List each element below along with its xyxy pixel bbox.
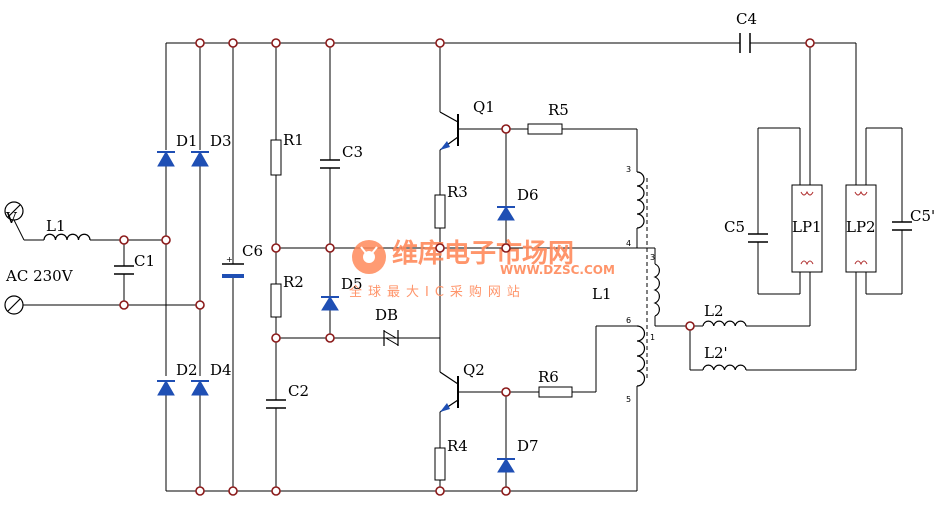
label-c5-prime: C5' (910, 207, 935, 225)
transistor-q1 (439, 111, 459, 151)
label-lp1: LP1 (792, 218, 822, 236)
label-d4: D4 (210, 361, 232, 379)
label-l2: L2 (704, 302, 724, 320)
capacitor-c4 (739, 33, 751, 53)
label-c4: C4 (736, 10, 757, 28)
svg-text:+: + (226, 255, 233, 264)
label-r5: R5 (548, 101, 569, 119)
label-ac: AC 230V (5, 267, 74, 285)
diac-db (383, 330, 399, 346)
diode-d2 (157, 379, 175, 396)
label-l2-prime: L2' (704, 344, 728, 362)
label-l1-input: L1 (46, 217, 66, 235)
ac-terminal-v (4, 201, 25, 241)
label-d2: D2 (176, 361, 198, 379)
label-c1: C1 (134, 252, 155, 270)
lamp-lp2 (845, 184, 877, 273)
resistor-r3 (434, 194, 446, 229)
label-r1: R1 (283, 131, 304, 149)
transformer-l1 (636, 171, 660, 387)
diode-d4 (191, 379, 209, 396)
pin-6: 6 (626, 316, 631, 325)
label-d1: D1 (176, 132, 198, 150)
diode-d1 (157, 150, 175, 167)
component-labels: V AC 230V L1 C1 D1 D3 D2 D4 C6 R1 R2 C3 … (5, 10, 935, 455)
pin-4: 4 (626, 239, 631, 248)
watermark-tagline: 全球最大IC采购网站 (349, 284, 526, 300)
diode-d6 (497, 206, 515, 221)
capacitor-c2 (266, 399, 286, 409)
capacitor-c3 (320, 159, 340, 169)
label-r4: R4 (447, 437, 468, 455)
label-r2: R2 (283, 273, 304, 291)
pin-1: 1 (650, 333, 655, 342)
transformer-pin-numbers: 3 4 3 1 6 5 (626, 165, 655, 404)
inductor-l2 (702, 320, 747, 327)
label-r3: R3 (447, 183, 468, 201)
capacitor-c6-electrolytic: + (222, 255, 244, 278)
label-c6: C6 (242, 242, 263, 260)
label-c3: C3 (342, 143, 363, 161)
resistor-r2 (270, 283, 282, 318)
diode-d3 (191, 150, 209, 167)
pin-5: 5 (626, 395, 631, 404)
label-c5: C5 (724, 218, 745, 236)
watermark-brand: 维库电子市场网 (392, 238, 574, 269)
label-lp2: LP2 (846, 218, 876, 236)
nodes (119, 38, 815, 496)
ac-terminal-n (4, 295, 24, 315)
pin-3-primary: 3 (650, 253, 655, 262)
diode-d5 (321, 296, 339, 311)
label-v: V (5, 209, 18, 227)
diode-d7 (497, 458, 515, 473)
resistor-r5 (527, 123, 563, 135)
label-c2: C2 (288, 382, 309, 400)
watermark-url: WWW.DZSC.COM (500, 263, 615, 277)
inductor-l1-input (43, 233, 91, 241)
label-d5: D5 (341, 275, 363, 293)
label-db: DB (375, 306, 398, 324)
capacitor-c1 (114, 265, 134, 275)
capacitor-c5 (748, 233, 768, 243)
label-d6: D6 (517, 186, 539, 204)
watermark-logo-icon (352, 240, 386, 274)
label-q1: Q1 (473, 98, 495, 116)
resistor-r1 (270, 139, 282, 176)
transistor-q2 (439, 371, 459, 413)
lamp-lp1 (791, 184, 823, 273)
label-d7: D7 (517, 437, 539, 455)
label-l1-transformer: L1 (592, 285, 612, 303)
resistor-r6 (538, 386, 573, 398)
resistor-r4 (434, 447, 446, 481)
label-q2: Q2 (463, 361, 485, 379)
label-d3: D3 (210, 132, 232, 150)
label-r6: R6 (538, 368, 559, 386)
watermark: 维库电子市场网 WWW.DZSC.COM 全球最大IC采购网站 (349, 238, 615, 300)
pin-3-top: 3 (626, 165, 631, 174)
inductor-l2-prime (702, 364, 747, 371)
capacitor-c5-prime (892, 221, 912, 231)
